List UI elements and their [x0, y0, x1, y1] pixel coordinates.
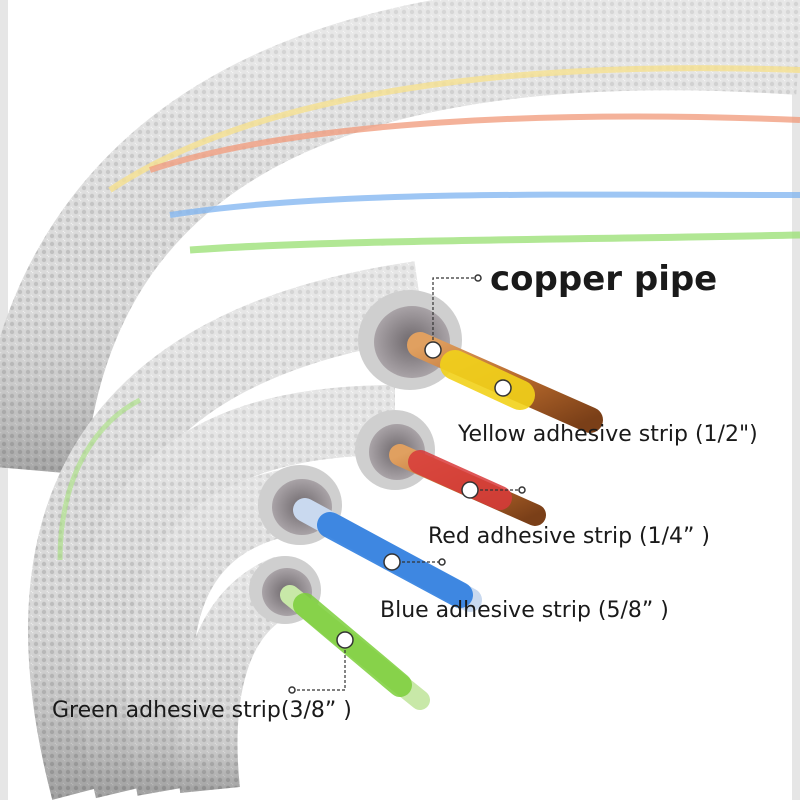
callout-dots [288, 274, 526, 694]
coil-back [0, 0, 800, 476]
copper-pipe-label: copper pipe [490, 259, 718, 299]
copper-pipe-green [280, 585, 430, 710]
green-strip-label: Green adhesive strip(3/8” ) [52, 698, 352, 723]
blue-strip-label: Blue adhesive strip (5/8” ) [380, 598, 669, 623]
right-border [792, 0, 800, 800]
yellow-strip-label: Yellow adhesive strip (1/2") [458, 422, 758, 447]
red-strip-label: Red adhesive strip (1/4” ) [428, 524, 711, 549]
